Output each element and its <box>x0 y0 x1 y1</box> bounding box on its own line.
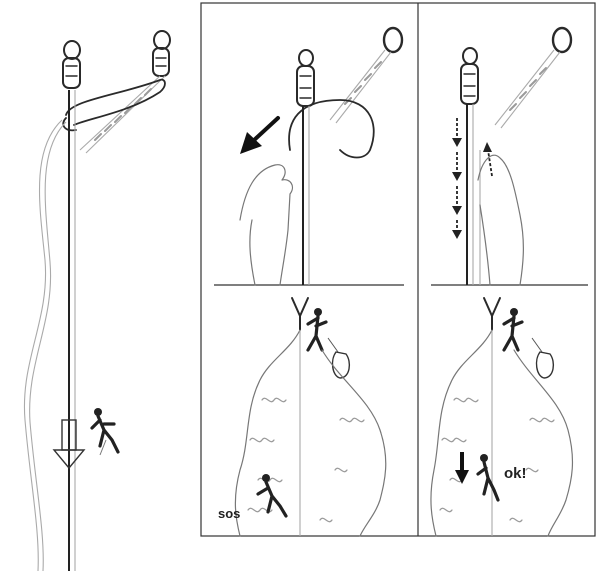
rope-loop <box>66 80 165 125</box>
ok-label: ok! <box>504 465 527 482</box>
second-anchor-carabiner-icon <box>153 31 170 76</box>
waterfall-outline-2 <box>431 330 573 536</box>
step-3-panel: sos <box>218 298 386 536</box>
lower-arrow-icon <box>455 452 469 484</box>
sos-label: sos <box>218 506 240 521</box>
rescuer-figure-icon-2 <box>504 308 522 350</box>
device-carabiner-icon-2 <box>461 48 478 104</box>
step-2-panel <box>452 28 571 285</box>
step-1-panel <box>240 28 402 285</box>
hand-icon-2 <box>478 155 523 285</box>
step-4-panel: ok! <box>431 298 573 536</box>
slack-rope <box>24 120 62 571</box>
feed-down-arrows <box>452 118 462 239</box>
lowered-victim-figure-icon <box>478 454 498 500</box>
anchor-sling <box>80 76 165 153</box>
anchor-carabiner-icon <box>63 41 80 88</box>
waterfall-outline <box>235 330 385 536</box>
rope-bag-icon-2 <box>532 338 553 378</box>
device-carabiner-icon <box>297 50 314 106</box>
rescuer-figure-icon <box>308 308 326 350</box>
anchor-fork-icon-2 <box>484 298 500 330</box>
climber-figure-icon <box>92 408 118 455</box>
pull-arrow-icon <box>240 118 278 154</box>
pulled-loop <box>289 100 374 158</box>
anchor-ring-icon-2 <box>495 28 571 128</box>
overview-panel <box>24 31 170 571</box>
hand-icon <box>240 165 292 285</box>
anchor-fork-icon <box>292 298 308 330</box>
